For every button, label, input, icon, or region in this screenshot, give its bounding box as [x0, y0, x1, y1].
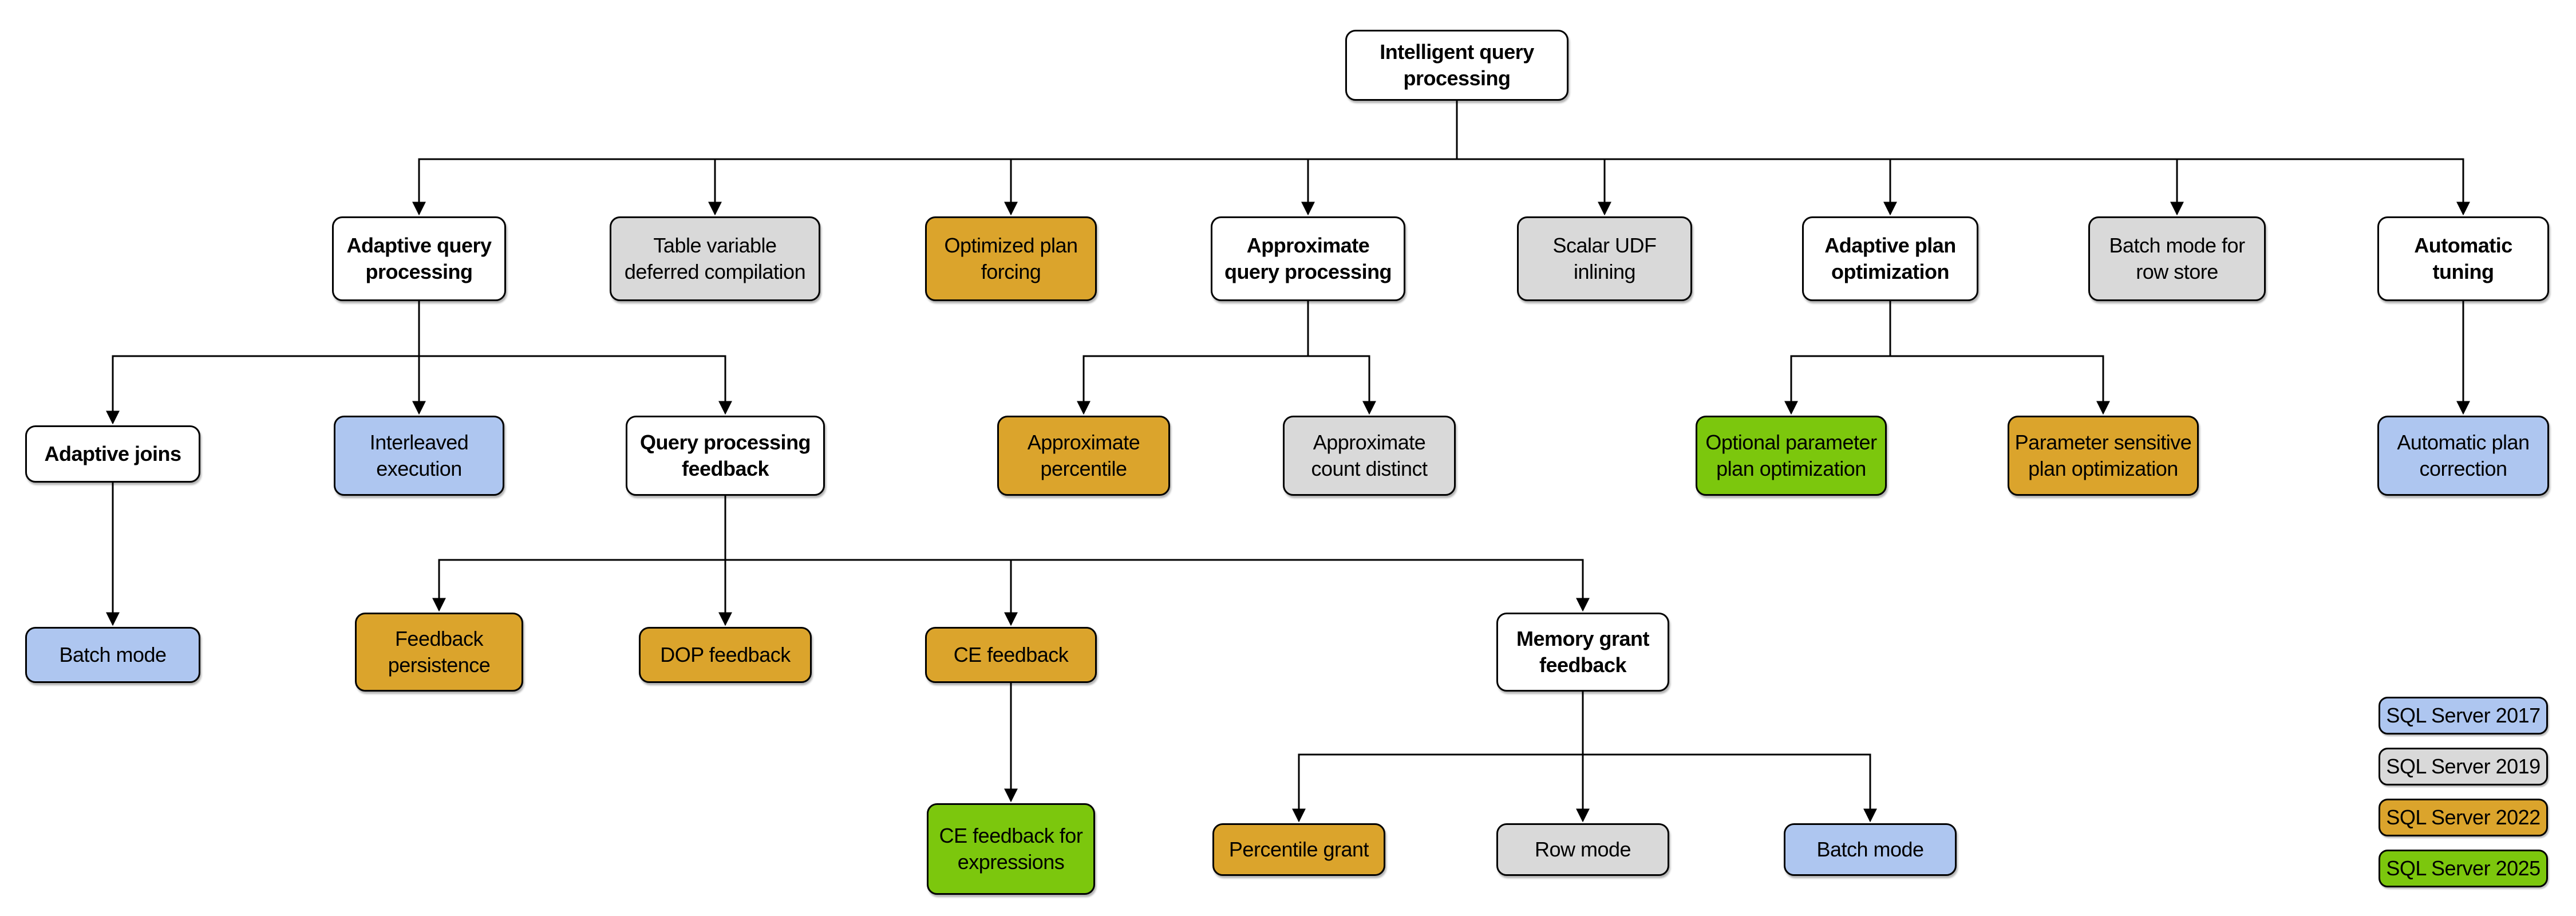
node-adaptive-joins: Adaptive joins	[25, 425, 200, 483]
node-approximate-query-processing: Approximate query processing	[1211, 216, 1405, 301]
node-memory-grant-feedback: Memory grant feedback	[1496, 613, 1669, 692]
node-parameter-sensitive-plan-optimization: Parameter sensitive plan optimization	[2008, 416, 2199, 496]
node-adaptive-query-processing: Adaptive query processing	[332, 216, 506, 301]
node-scalar-udf-inlining: Scalar UDF inlining	[1517, 216, 1692, 301]
node-intelligent-query-processing: Intelligent query processing	[1345, 30, 1568, 101]
legend-item-sql-server-2017: SQL Server 2017	[2379, 697, 2548, 735]
node-adaptive-plan-optimization: Adaptive plan optimization	[1802, 216, 1978, 301]
legend-item-sql-server-2025: SQL Server 2025	[2379, 850, 2548, 887]
node-ce-feedback: CE feedback	[925, 627, 1097, 683]
node-approximate-count-distinct: Approximate count distinct	[1283, 416, 1456, 496]
node-table-variable-deferred-compilation: Table variable deferred compilation	[610, 216, 820, 301]
node-percentile-grant: Percentile grant	[1212, 823, 1385, 876]
node-feedback-persistence: Feedback persistence	[355, 613, 523, 692]
node-batch-mode-for-row-store: Batch mode for row store	[2088, 216, 2266, 301]
node-dop-feedback: DOP feedback	[639, 627, 812, 683]
node-batch-mode-memory-grant: Batch mode	[1784, 823, 1957, 876]
legend-item-sql-server-2019: SQL Server 2019	[2379, 748, 2548, 785]
node-row-mode: Row mode	[1496, 823, 1669, 876]
node-ce-feedback-for-expressions: CE feedback for expressions	[927, 803, 1095, 895]
node-automatic-plan-correction: Automatic plan correction	[2377, 416, 2549, 496]
legend-item-sql-server-2022: SQL Server 2022	[2379, 799, 2548, 836]
node-interleaved-execution: Interleaved execution	[334, 416, 504, 496]
node-batch-mode-adaptive-joins: Batch mode	[25, 627, 200, 683]
node-automatic-tuning: Automatic tuning	[2377, 216, 2549, 301]
node-optional-parameter-plan-optimization: Optional parameter plan optimization	[1696, 416, 1887, 496]
node-query-processing-feedback: Query processing feedback	[626, 416, 825, 496]
node-optimized-plan-forcing: Optimized plan forcing	[925, 216, 1097, 301]
node-approximate-percentile: Approximate percentile	[997, 416, 1170, 496]
